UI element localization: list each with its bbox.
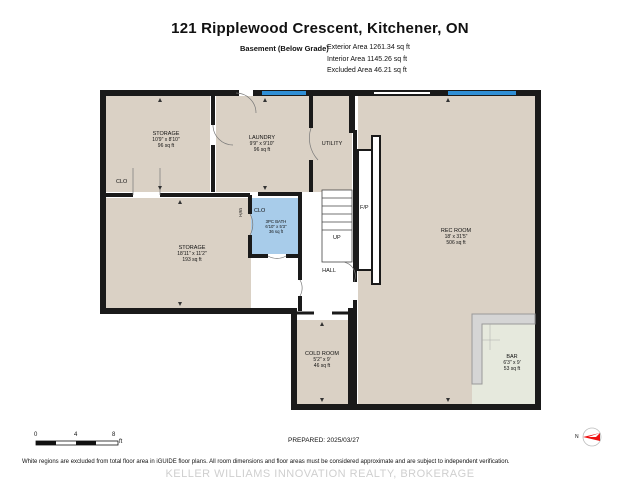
door-swings (132, 92, 356, 297)
room-label-bath: 3PC BATH 6'10" x 5'3" 36 sq ft (265, 219, 286, 234)
room-dimensions: 6'10" x 5'3" (265, 224, 287, 229)
room-label-cold-room: COLD ROOM 5'2" x 9' 46 sq ft (305, 351, 339, 369)
room-area: 46 sq ft (313, 363, 331, 369)
room-area: 193 sq ft (182, 257, 202, 263)
dimension-arrows (158, 98, 450, 402)
room-dimensions: 9'9" x 9'10" (249, 141, 275, 147)
prepared-date: PREPARED: 2025/03/27 (288, 437, 360, 444)
room-area: 96 sq ft (157, 143, 175, 149)
room-name: BAR (506, 354, 518, 360)
compass-icon (582, 427, 602, 447)
room-area: 96 sq ft (253, 147, 271, 153)
room-label-rec-room: REC ROOM 18' x 31'5" 506 sq ft (441, 228, 471, 246)
compass-north-label: N (575, 434, 579, 440)
room-label-storage-large: STORAGE 18'11" x 11'2" 193 sq ft (177, 245, 206, 263)
bath-fill (251, 198, 298, 254)
scale-tick-8: 8 (112, 432, 116, 438)
utility-room-fill (314, 96, 352, 192)
scale-bar (35, 440, 119, 446)
room-label-utility: UTILITY (322, 141, 342, 147)
stairs-up-tag: UP (333, 235, 341, 241)
bar-fill (472, 314, 535, 404)
room-name: STORAGE (178, 245, 206, 251)
room-dimensions: 6'3" x 9' (503, 360, 521, 366)
cold-room-fill (297, 320, 348, 404)
interior-walls (103, 93, 357, 407)
room-label-hall: HALL (322, 268, 336, 274)
bar-counter-shading (482, 324, 500, 350)
room-area: 506 sq ft (446, 240, 466, 246)
disclaimer-text: White regions are excluded from total fl… (22, 459, 510, 465)
bar-counter (471, 313, 536, 385)
interior-area: Interior Area 1145.26 sq ft (327, 56, 408, 63)
laundry-room-fill (216, 96, 314, 192)
scale-unit: ft (119, 439, 123, 445)
room-dimensions: 10'9" x 8'10" (152, 137, 180, 143)
fireplace (357, 135, 381, 285)
room-name: HALL (322, 268, 336, 274)
exterior-area: Exterior Area 1261.34 sq ft (327, 44, 410, 51)
room-dimensions: 18' x 31'5" (444, 234, 468, 240)
room-name: STORAGE (152, 131, 180, 137)
room-name: 3PC BATH (265, 219, 287, 224)
storage-room-fill (106, 96, 210, 192)
page-title: 121 Ripplewood Crescent, Kitchener, ON (171, 20, 469, 37)
brokerage-watermark: KELLER WILLIAMS INNOVATION REALTY, BROKE… (165, 468, 475, 480)
room-name: UTILITY (321, 141, 343, 147)
excluded-area: Excluded Area 46.21 sq ft (327, 67, 407, 74)
closet-tag: CLO (116, 179, 128, 185)
scale-tick-0: 0 (34, 432, 38, 438)
room-area: 53 sq ft (503, 366, 521, 372)
fireplace-tag: F/P (360, 205, 369, 211)
room-name: LAUNDRY (248, 135, 276, 141)
room-area: 36 sq ft (268, 229, 284, 234)
stairs (321, 189, 353, 263)
room-name: REC ROOM (440, 228, 472, 234)
room-label-storage: STORAGE 10'9" x 8'10" 96 sq ft (152, 131, 179, 149)
room-label-bar: BAR 6'3" x 9' 53 sq ft (503, 354, 520, 372)
floor-level-label: Basement (Below Grade) (240, 44, 329, 53)
scale-tick-4: 4 (74, 432, 78, 438)
room-dimensions: 18'11" x 11'2" (177, 251, 207, 257)
storage-large-fill (106, 198, 251, 308)
room-dimensions: 5'2" x 9' (313, 357, 331, 363)
closet-tag: CLO (254, 208, 266, 214)
room-label-laundry: LAUNDRY 9'9" x 9'10" 96 sq ft (249, 135, 275, 153)
room-name: COLD ROOM (305, 351, 339, 357)
water-heater-tag: W/H (238, 208, 243, 217)
